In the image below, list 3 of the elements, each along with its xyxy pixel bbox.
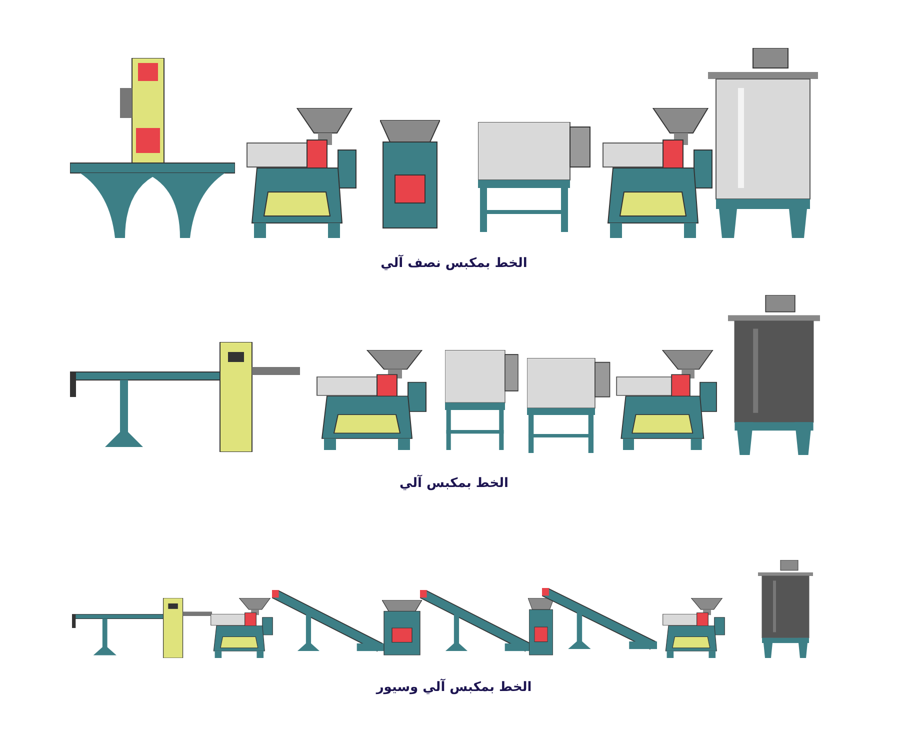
line-caption: الخط بمكبس آلي <box>399 476 508 491</box>
line-caption: الخط بمكبس آلي وسيور <box>376 680 532 695</box>
line-caption: الخط بمكبس نصف آلي <box>380 256 528 271</box>
